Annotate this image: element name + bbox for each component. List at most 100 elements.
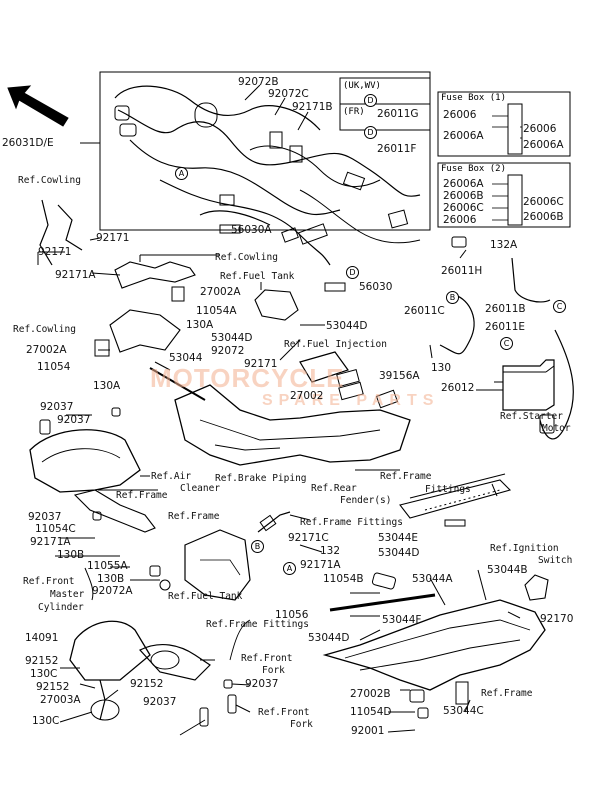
part-label: 92171A: [30, 536, 71, 548]
part-label: 11054: [37, 361, 71, 373]
reference-label: Ref.Cowling: [13, 324, 76, 335]
part-label: 92171A: [55, 269, 96, 281]
part-label: 53044D: [211, 332, 253, 344]
reference-label: Cylinder: [38, 602, 84, 613]
part-label: 26031D/E: [2, 137, 54, 149]
part-label: 92152: [36, 681, 70, 693]
part-label: 92072C: [268, 88, 309, 100]
callout-b: B: [251, 540, 264, 553]
part-label: 56030: [359, 281, 393, 293]
part-label: 92170: [540, 613, 574, 625]
part-label: 53044D: [308, 632, 350, 644]
watermark-subtext: SPARE PARTS: [262, 392, 440, 409]
part-label: 26011B: [485, 303, 526, 315]
part-label: 92072: [211, 345, 245, 357]
part-label: 26006: [443, 214, 477, 226]
part-label: 53044C: [443, 705, 484, 717]
part-label: 92001: [351, 725, 385, 737]
reference-label: Fender(s): [340, 495, 392, 506]
part-label: 27002A: [26, 344, 67, 356]
reference-label: Ref.Ignition: [490, 543, 559, 554]
reference-label: Master: [50, 589, 85, 600]
callout-d: D: [346, 266, 359, 279]
part-label: 26011G: [377, 108, 419, 120]
reference-label: Ref.Air: [151, 471, 192, 482]
part-label: 92037: [28, 511, 62, 523]
part-label: 14091: [25, 632, 59, 644]
reference-label: Fork: [290, 719, 313, 730]
part-label: 26011H: [441, 265, 483, 277]
reference-label: Ref.Front: [23, 576, 75, 587]
callout-c: C: [500, 337, 513, 350]
reference-label: Switch: [538, 555, 573, 566]
part-label: 53044D: [326, 320, 368, 332]
callout-a: A: [175, 167, 188, 180]
part-label: 92171: [38, 246, 72, 258]
part-label: 11054B: [323, 573, 364, 585]
part-label: 26006C: [523, 196, 564, 208]
reference-label: Motor: [542, 423, 571, 434]
part-label: 92037: [40, 401, 74, 413]
part-label: 53044A: [412, 573, 453, 585]
part-label: 130: [431, 362, 452, 374]
part-label: 11055A: [87, 560, 128, 572]
part-label: 11056: [275, 609, 309, 621]
reference-label: Ref.Brake Piping: [215, 473, 307, 484]
part-label: 130B: [97, 573, 125, 585]
part-label: 26011C: [404, 305, 445, 317]
part-label: 130C: [30, 668, 58, 680]
part-label: 92171C: [288, 532, 329, 544]
box-title-fuse-box-2: Fuse Box (2): [441, 164, 507, 174]
part-label: 53044F: [382, 614, 422, 626]
part-label: 27002: [290, 390, 324, 402]
part-label: 92171B: [292, 101, 333, 113]
box-title-uk-wv: (UK,WV): [343, 81, 381, 91]
part-label: 130B: [57, 549, 85, 561]
part-label: 92072A: [92, 585, 133, 597]
callout-d: D: [364, 94, 377, 107]
part-label: 26006: [443, 109, 477, 121]
part-label: 92171A: [300, 559, 341, 571]
part-label: 130A: [93, 380, 121, 392]
part-label: 92152: [130, 678, 164, 690]
part-label: 92037: [57, 414, 91, 426]
callout-c: C: [553, 300, 566, 313]
reference-label: Ref.Fuel Tank: [168, 591, 243, 602]
part-label: 92152: [25, 655, 59, 667]
callout-d: D: [364, 126, 377, 139]
part-label: 132A: [490, 239, 518, 251]
reference-label: Fittings: [425, 484, 471, 495]
part-label: 130A: [186, 319, 214, 331]
part-label: 92037: [245, 678, 279, 690]
reference-label: Ref.Fuel Injection: [284, 339, 387, 350]
part-label: 132: [320, 545, 341, 557]
reference-label: Ref.Frame Fittings: [300, 517, 403, 528]
part-label: 53044B: [487, 564, 528, 576]
part-label: 53044E: [378, 532, 419, 544]
part-label: 26011E: [485, 321, 526, 333]
reference-label: Ref.Front: [241, 653, 293, 664]
reference-label: Cleaner: [180, 483, 221, 494]
part-label: 92171: [244, 358, 278, 370]
part-label: 26012: [441, 382, 475, 394]
callout-a: A: [283, 562, 296, 575]
front-direction-arrow-icon: [7, 85, 69, 127]
part-label: 26006B: [443, 190, 484, 202]
part-label: 92072B: [238, 76, 279, 88]
part-label: 26006A: [443, 178, 484, 190]
part-label: 53044D: [378, 547, 420, 559]
box-title-fr: (FR): [343, 107, 365, 117]
part-label: 92037: [143, 696, 177, 708]
reference-label: Ref.Frame: [116, 490, 168, 501]
part-label: 26006C: [443, 202, 484, 214]
part-label: 92171: [96, 232, 130, 244]
part-label: 26006: [523, 123, 557, 135]
reference-label: Ref.Cowling: [18, 175, 81, 186]
part-label: 27002B: [350, 688, 391, 700]
reference-label: Ref.Rear: [311, 483, 357, 494]
part-label: 11054C: [35, 523, 76, 535]
part-label: 27003A: [40, 694, 81, 706]
part-label: 56030A: [231, 224, 272, 236]
